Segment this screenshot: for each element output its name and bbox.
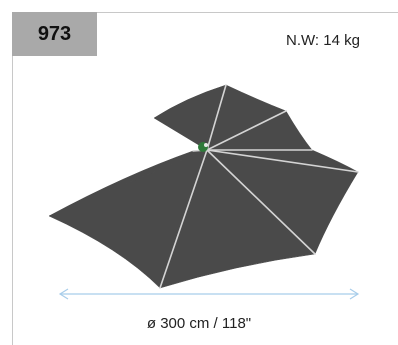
canopy-hub — [198, 142, 208, 152]
rib — [206, 149, 359, 173]
diameter-label: ø 300 cm / 118" — [146, 315, 252, 332]
frame-left-border — [12, 12, 13, 345]
canopy-panel — [206, 84, 287, 151]
rib — [206, 149, 316, 255]
canopy-panel — [48, 149, 208, 217]
net-weight-label: N.W: 14 kg — [286, 32, 360, 49]
frame-top-border — [12, 12, 398, 13]
double-arrow-icon — [58, 288, 360, 300]
canopy-panels — [48, 84, 359, 289]
canopy-panel — [206, 149, 359, 255]
canopy-panel — [159, 149, 316, 289]
product-code-badge: 973 — [12, 12, 97, 56]
canopy-panel — [48, 149, 208, 289]
rib — [159, 149, 208, 289]
rib — [206, 84, 227, 151]
canopy-panel — [153, 84, 227, 151]
rib — [206, 110, 287, 151]
